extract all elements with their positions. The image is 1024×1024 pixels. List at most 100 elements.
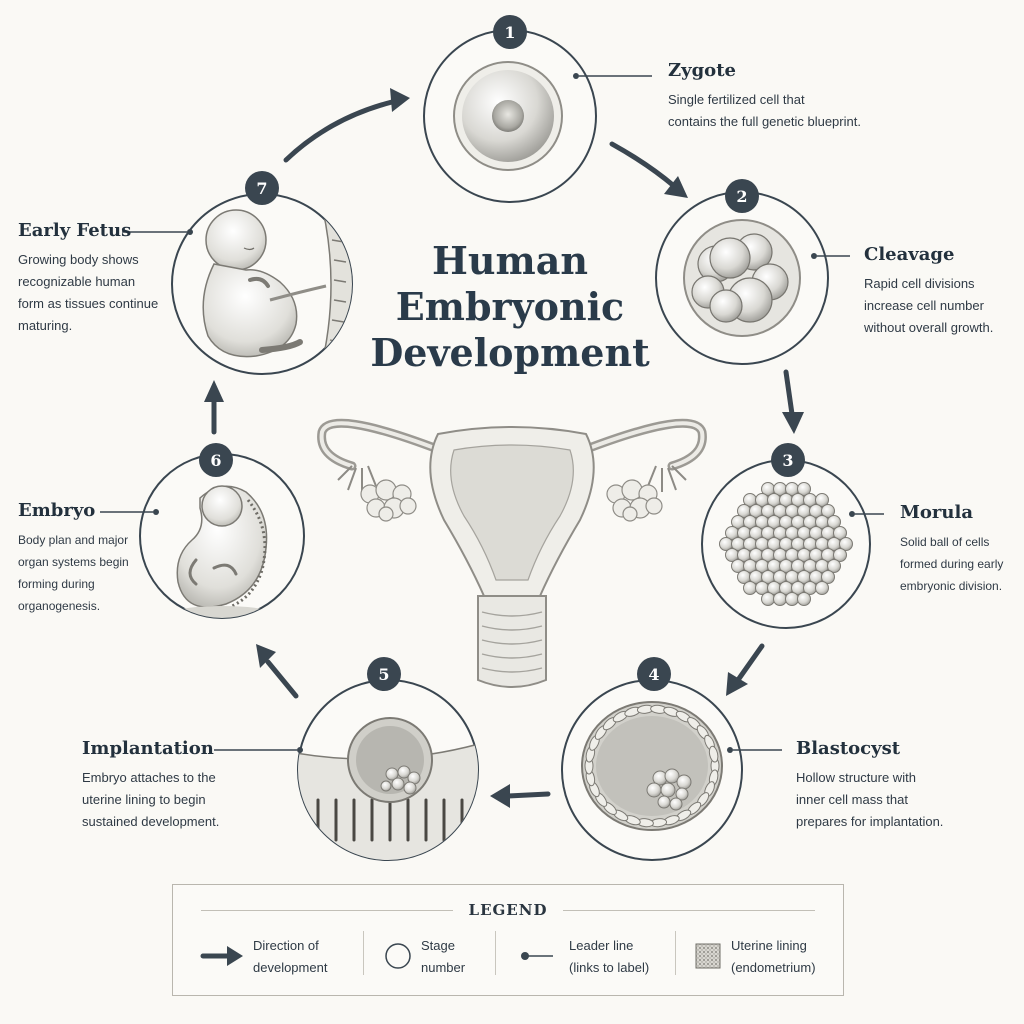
uterus-illustration bbox=[317, 418, 707, 688]
stage-3-circle bbox=[701, 459, 884, 629]
desc-line: uterine lining to begin bbox=[82, 792, 206, 807]
legend-separator bbox=[675, 931, 676, 975]
stage-name: Embryo bbox=[18, 500, 96, 521]
flow-arrows bbox=[204, 88, 804, 808]
arrow-2-to-3 bbox=[783, 369, 795, 417]
legend-text: (endometrium) bbox=[731, 960, 816, 975]
legend-separator bbox=[495, 931, 496, 975]
desc-line: Body plan and major bbox=[18, 533, 129, 547]
stage-name: Blastocyst bbox=[796, 738, 901, 759]
stage-7-circle bbox=[122, 193, 353, 375]
legend-rule-right bbox=[563, 910, 815, 911]
legend-text: Uterine lining bbox=[731, 938, 807, 953]
arrow-4-to-5 bbox=[505, 791, 551, 799]
legend-item-stage: Stage number bbox=[383, 935, 493, 979]
stage-1-circle bbox=[423, 29, 652, 203]
stage-badges: 1 2 3 4 5 6 7 bbox=[199, 15, 805, 691]
title-line-2: Embryonic bbox=[395, 284, 625, 329]
svg-text:4: 4 bbox=[648, 665, 659, 684]
stage-5-circle bbox=[214, 679, 479, 861]
stage-description: Single fertilized cell that contains the… bbox=[668, 89, 861, 133]
legend-item-leader: Leader line (links to label) bbox=[515, 935, 665, 979]
stage-description: Embryo attaches to the uterine lining to… bbox=[82, 767, 219, 833]
stage-name: Early Fetus bbox=[18, 220, 132, 241]
legend-text: Direction of bbox=[253, 938, 319, 953]
desc-line: increase cell number bbox=[864, 298, 984, 313]
desc-line: Hollow structure with bbox=[796, 770, 916, 785]
stage-label-zygote: Zygote Single fertilized cell that conta… bbox=[668, 60, 861, 133]
texture-swatch-icon bbox=[695, 943, 721, 969]
desc-line: Embryo attaches to the bbox=[82, 770, 216, 785]
title-line-3: Development bbox=[370, 330, 650, 375]
stage-description: Body plan and major organ systems begin … bbox=[18, 529, 129, 617]
stage-label-embryo: Embryo Body plan and major organ systems… bbox=[18, 500, 129, 617]
stage-label-morula: Morula Solid ball of cells formed during… bbox=[900, 502, 1003, 597]
desc-line: maturing. bbox=[18, 318, 73, 333]
arrow-5-to-6 bbox=[265, 659, 299, 699]
stage-6-circle bbox=[100, 453, 305, 619]
arrow-icon bbox=[200, 946, 243, 966]
stage-description: Growing body shows recognizable human fo… bbox=[18, 249, 158, 337]
stage-badge-4: 4 bbox=[637, 657, 671, 691]
desc-line: Single fertilized cell that bbox=[668, 92, 805, 107]
svg-text:3: 3 bbox=[782, 451, 793, 470]
svg-text:6: 6 bbox=[210, 451, 221, 470]
stage-label-early-fetus: Early Fetus Growing body shows recogniza… bbox=[18, 220, 158, 337]
stage-label-implantation: Implantation Embryo attaches to the uter… bbox=[82, 738, 219, 833]
stage-badge-3: 3 bbox=[771, 443, 805, 477]
svg-text:5: 5 bbox=[378, 665, 389, 684]
svg-text:7: 7 bbox=[256, 179, 267, 198]
stage-badge-5: 5 bbox=[367, 657, 401, 691]
legend-text: number bbox=[421, 960, 466, 975]
legend-text: Leader line bbox=[569, 938, 634, 953]
stage-4-circle bbox=[561, 679, 782, 861]
stage-name: Morula bbox=[900, 502, 974, 523]
arrow-7-to-1 bbox=[283, 99, 395, 163]
legend-text: development bbox=[253, 960, 328, 975]
arrow-3-to-4 bbox=[735, 643, 765, 683]
page-title: Human Embryonic Development bbox=[330, 238, 690, 376]
stage-name: Implantation bbox=[82, 738, 214, 759]
desc-line: formed during early bbox=[900, 557, 1004, 571]
stage-name: Zygote bbox=[668, 60, 736, 81]
stage-badge-6: 6 bbox=[199, 443, 233, 477]
stage-name: Cleavage bbox=[864, 244, 955, 265]
desc-line: contains the full genetic blueprint. bbox=[668, 114, 861, 129]
stage-description: Hollow structure with inner cell mass th… bbox=[796, 767, 943, 833]
desc-line: prepares for implantation. bbox=[796, 814, 944, 829]
stage-badge-1: 1 bbox=[493, 15, 527, 49]
desc-line: forming during bbox=[18, 577, 95, 591]
stage-2-circle bbox=[655, 191, 850, 365]
legend: LEGEND Direction of development Stage nu… bbox=[172, 884, 844, 996]
stage-badge-7: 7 bbox=[245, 171, 279, 205]
desc-line: sustained development. bbox=[82, 814, 220, 829]
stage-description: Solid ball of cells formed during early … bbox=[900, 531, 1003, 597]
desc-line: recognizable human bbox=[18, 274, 136, 289]
stage-label-blastocyst: Blastocyst Hollow structure with inner c… bbox=[796, 738, 943, 833]
legend-item-lining: Uterine lining (endometrium) bbox=[695, 935, 835, 979]
legend-text: Stage bbox=[421, 938, 455, 953]
legend-rule-left bbox=[201, 910, 453, 911]
desc-line: form as tissues continue bbox=[18, 296, 159, 311]
arrow-1-to-2 bbox=[609, 141, 677, 189]
desc-line: Solid ball of cells bbox=[900, 535, 990, 549]
legend-title: LEGEND bbox=[468, 901, 548, 919]
svg-text:1: 1 bbox=[504, 23, 515, 42]
desc-line: organogenesis. bbox=[18, 599, 101, 613]
title-line-1: Human bbox=[432, 238, 588, 283]
stage-badge-2: 2 bbox=[725, 179, 759, 213]
legend-separator bbox=[363, 931, 364, 975]
desc-line: Rapid cell divisions bbox=[864, 276, 975, 291]
stage-description: Rapid cell divisions increase cell numbe… bbox=[864, 273, 993, 339]
svg-text:2: 2 bbox=[736, 187, 747, 206]
stage-label-cleavage: Cleavage Rapid cell divisions increase c… bbox=[864, 244, 993, 339]
legend-item-direction: Direction of development bbox=[199, 935, 349, 979]
leader-line-icon bbox=[521, 952, 553, 960]
desc-line: Growing body shows bbox=[18, 252, 139, 267]
desc-line: embryonic division. bbox=[900, 579, 1003, 593]
desc-line: without overall growth. bbox=[864, 320, 994, 335]
desc-line: organ systems begin bbox=[18, 555, 129, 569]
legend-text: (links to label) bbox=[569, 960, 650, 975]
